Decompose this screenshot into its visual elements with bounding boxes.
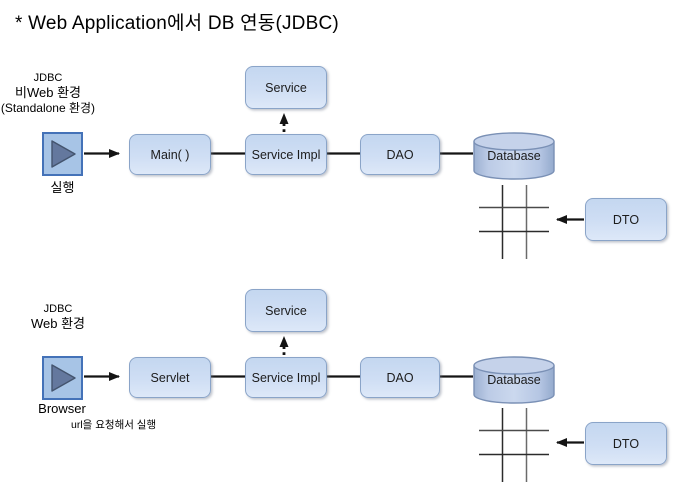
heading-jdbc: JDBC [33,72,63,84]
heading-env: Web 환경 [30,316,86,332]
node-dto: DTO [585,198,667,241]
database-label: Database [487,149,541,163]
table-grid-icon [479,185,549,259]
database-icon [473,356,555,404]
heading-jdbc: JDBC [43,303,73,315]
run-button [42,132,83,176]
node-service-impl: Service Impl [245,134,327,175]
heading-env: 비Web 환경 [15,85,81,101]
flow-connectors-web [84,336,584,447]
node-service: Service [245,66,327,109]
node-service: Service [245,289,327,332]
heading-env-sub: (Standalone 환경) [0,101,96,116]
database-label: Database [487,373,541,387]
section-web-heading: JDBC Web 환경 [10,303,106,332]
run-caption: 실행 [50,180,75,195]
node-dao: DAO [360,357,440,398]
database-cylinder: Database [473,356,555,404]
section-standalone-heading: JDBC 비Web 환경 (Standalone 환경) [0,72,96,116]
table-grid-icon [479,408,549,482]
node-servlet: Servlet [129,357,211,398]
play-icon [51,364,76,392]
browser-caption: Browser [38,401,86,416]
page-title: * Web Application에서 DB 연동(JDBC) [15,13,339,34]
node-dao: DAO [360,134,440,175]
url-note: url을 요청해서 실행 [71,419,157,431]
database-cylinder: Database [473,132,555,180]
node-main: Main( ) [129,134,211,175]
flow-connectors-standalone [84,113,584,224]
node-dto: DTO [585,422,667,465]
browser-button [42,356,83,400]
play-icon [51,140,76,168]
database-icon [473,132,555,180]
node-service-impl: Service Impl [245,357,327,398]
